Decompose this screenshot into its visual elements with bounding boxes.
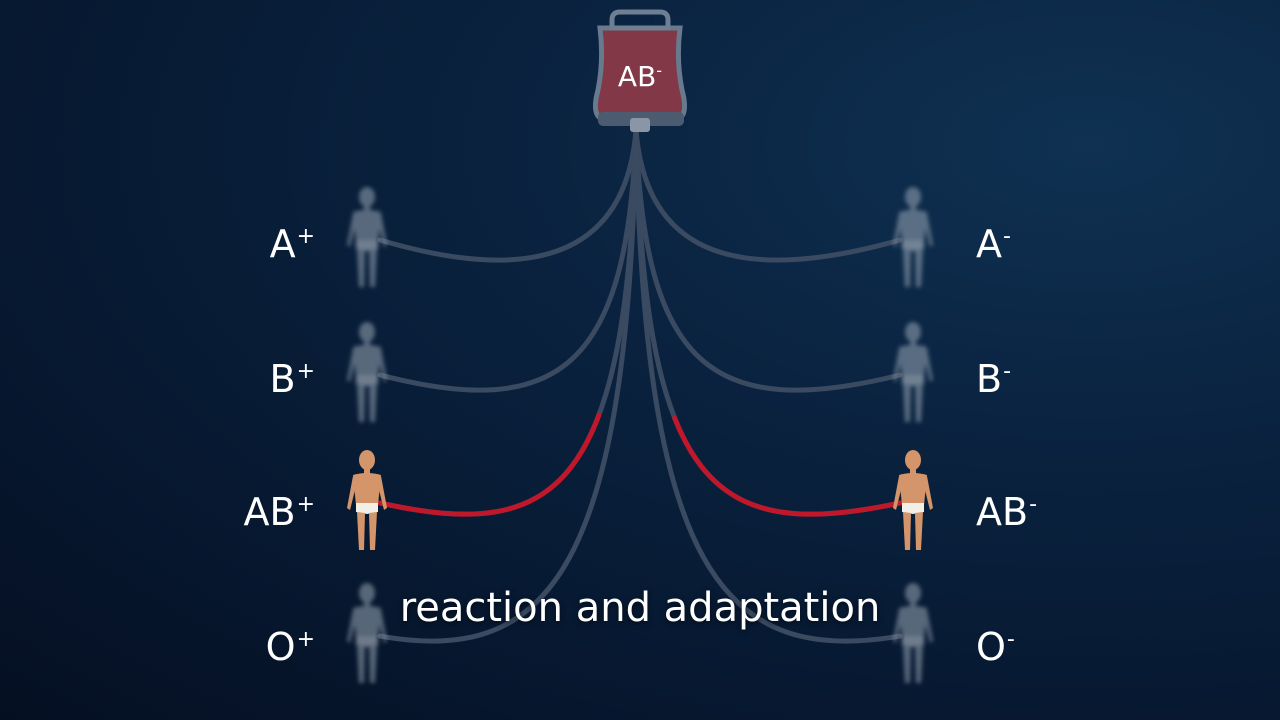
tube-right-3 [633,127,903,644]
person-right-1-icon [893,322,933,422]
label-right-1: B- [976,357,1012,401]
tube-right-0 [633,127,903,263]
person-right-0-icon [893,187,933,287]
blood-flow-left-2 [377,127,639,517]
label-right-2: AB- [976,490,1038,534]
label-left-2: AB+ [243,490,315,534]
person-left-3-icon [347,583,387,683]
person-right-3-icon [893,583,933,683]
tube-left-1 [377,127,639,393]
tube-left-3 [377,127,639,644]
tube-group [377,127,903,644]
tube-left-0 [377,127,639,263]
label-right-0: A- [976,222,1011,266]
tube-right-2 [633,127,903,517]
label-left-3: O+ [265,625,315,669]
figure-group [347,187,933,683]
bag-blood-type: AB- [617,60,663,93]
label-right-3: O- [976,625,1015,669]
person-left-0-icon [347,187,387,287]
label-left-0: A+ [269,222,315,266]
label-left-1: B+ [269,357,315,401]
person-right-2-icon [893,450,933,550]
blood-flow-right-2 [633,127,903,517]
person-left-1-icon [347,322,387,422]
subtitle-caption: reaction and adaptation [399,585,881,631]
tube-right-1 [633,127,903,393]
blood-bag-icon [592,9,688,132]
person-left-2-icon [347,450,387,550]
